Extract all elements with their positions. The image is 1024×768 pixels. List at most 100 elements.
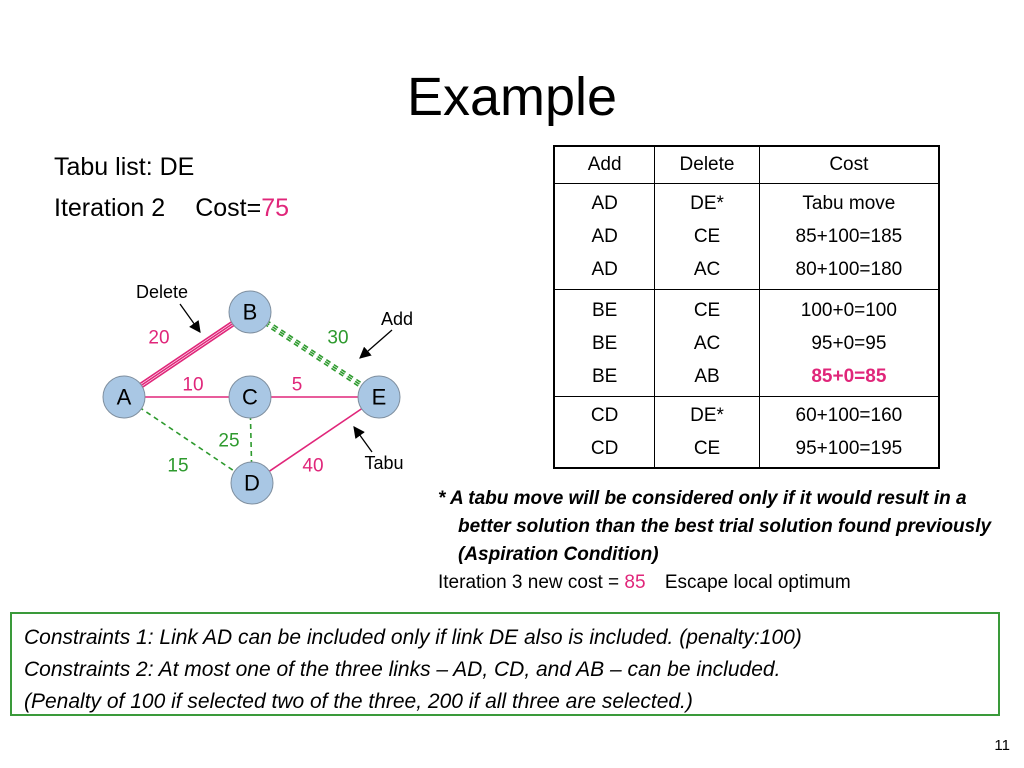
edge-line — [124, 313, 252, 400]
escape-text: Escape local optimum — [664, 572, 851, 593]
constraint-3: (Penalty of 100 if selected two of the t… — [24, 690, 693, 713]
edge-weight-label: 5 — [292, 375, 303, 396]
constraint-1: Constraints 1: Link AD can be included o… — [24, 626, 802, 649]
cost-value: 75 — [261, 194, 290, 222]
iteration3-label: Iteration 3 new cost = — [438, 572, 620, 593]
edge-line — [123, 311, 251, 398]
node-circle — [228, 375, 272, 419]
table-cell: DE* — [690, 404, 724, 426]
table-cell: DE* — [690, 193, 724, 215]
edge-weight-label: 40 — [302, 456, 323, 477]
edge-line — [248, 313, 379, 400]
table-row: CD CD DE* CE 60+100=160 95+100=195 — [554, 396, 939, 469]
iteration3-cost: 85 — [624, 572, 646, 593]
constraint-2: Constraints 2: At most one of the three … — [24, 658, 781, 681]
table-cell: CE — [693, 226, 721, 248]
annotation-arrow — [359, 329, 393, 359]
header-delete: Delete — [654, 146, 760, 184]
edge-a-d — [123, 396, 253, 484]
table-cell: 95+0=95 — [811, 332, 887, 354]
group-3-add-cell: CD CD — [554, 396, 656, 469]
node-a: A — [102, 375, 146, 419]
node-b: B — [228, 290, 272, 334]
edge-b-e — [248, 309, 381, 400]
header-cost: Cost — [759, 146, 939, 184]
group-1-add-cell: AD AD AD — [554, 183, 656, 291]
move-table: Add Delete Cost AD AD AD DE* CE AC Tabu … — [553, 145, 940, 469]
table-row: BE BE BE CE AC AB 100+0=100 95+0=95 85+0… — [554, 289, 939, 397]
edge-weight-label: 15 — [167, 456, 188, 477]
table-cell: 95+100=195 — [795, 437, 903, 459]
edge-weight-label: 10 — [182, 375, 203, 396]
aspiration-note: * A tabu move will be considered only if… — [438, 485, 1018, 597]
node-circle — [102, 375, 146, 419]
node-circle — [230, 461, 274, 505]
edge-a-b — [122, 309, 252, 400]
edge-weight-label: 30 — [327, 328, 348, 349]
delete-annotation: Delete — [136, 282, 201, 333]
annotation-arrow — [353, 426, 373, 453]
table-cell: AD — [591, 193, 618, 215]
group-1-cost-cell: Tabu move 85+100=185 80+100=180 — [759, 183, 939, 291]
table-cell: CD — [590, 437, 619, 459]
node-label: E — [372, 385, 387, 410]
table-cell: 85+100=185 — [795, 226, 903, 248]
iteration-label: Iteration 2 — [54, 194, 166, 222]
edge-line — [249, 311, 380, 398]
node-c: C — [228, 375, 272, 419]
node-d: D — [230, 461, 274, 505]
table-cell: AD — [591, 259, 618, 281]
best-cost-cell: 85+0=85 — [811, 365, 887, 387]
table-row: AD AD AD DE* CE AC Tabu move 85+100=185 … — [554, 183, 939, 291]
table-cell: CE — [693, 299, 721, 321]
iteration-line: Iteration 2 Cost=75 — [54, 191, 289, 225]
constraints-box: Constraints 1: Link AD can be included o… — [10, 612, 1000, 716]
annotation-arrow — [179, 303, 201, 333]
tabu-list-text: Tabu list: DE — [54, 153, 195, 181]
cost-label: Cost= — [195, 194, 262, 222]
table-cell: CD — [590, 404, 619, 426]
edge-line — [251, 396, 380, 484]
tabu-annotation: Tabu — [353, 426, 404, 473]
table-header-row: Add Delete Cost — [554, 146, 939, 184]
edge-d-e — [251, 396, 380, 484]
table-cell: 100+0=100 — [800, 299, 897, 321]
header-add: Add — [554, 146, 656, 184]
node-circle — [228, 290, 272, 334]
node-circle — [357, 375, 401, 419]
table-cell: AC — [693, 332, 721, 354]
node-e: E — [357, 375, 401, 419]
table-cell: BE — [591, 332, 618, 354]
annotation-text: Add — [381, 309, 413, 329]
node-label: B — [243, 300, 258, 325]
node-label: D — [244, 471, 260, 496]
table-cell: BE — [591, 299, 618, 321]
aspiration-text: * A tabu move will be considered only if… — [438, 488, 992, 565]
table-cell: CE — [693, 437, 721, 459]
group-3-delete-cell: DE* CE — [654, 396, 760, 469]
edge-line — [123, 396, 253, 484]
table-cell: 60+100=160 — [795, 404, 903, 426]
page-number: 11 — [994, 737, 1010, 754]
group-2-delete-cell: CE AC AB — [654, 289, 760, 397]
slide-title: Example — [406, 67, 618, 127]
group-3-cost-cell: 60+100=160 95+100=195 — [759, 396, 939, 469]
node-label: C — [242, 385, 258, 410]
add-annotation: Add — [359, 309, 413, 359]
table-cell: AC — [693, 259, 721, 281]
table-cell: BE — [591, 365, 618, 387]
iteration3-line: Iteration 3 new cost = 85 Escape local o… — [438, 569, 1018, 597]
table-cell: AB — [694, 365, 720, 387]
edge-line — [122, 309, 250, 396]
edge-line — [250, 309, 381, 396]
group-1-delete-cell: DE* CE AC — [654, 183, 760, 291]
edge-weight-label: 20 — [148, 328, 169, 349]
group-2-add-cell: BE BE BE — [554, 289, 656, 397]
node-label: A — [117, 385, 132, 410]
group-2-cost-cell: 100+0=100 95+0=95 85+0=85 — [759, 289, 939, 397]
table-cell: AD — [591, 226, 618, 248]
annotation-text: Delete — [136, 282, 188, 302]
table-cell: 80+100=180 — [795, 259, 903, 281]
table-cell: Tabu move — [802, 193, 896, 215]
